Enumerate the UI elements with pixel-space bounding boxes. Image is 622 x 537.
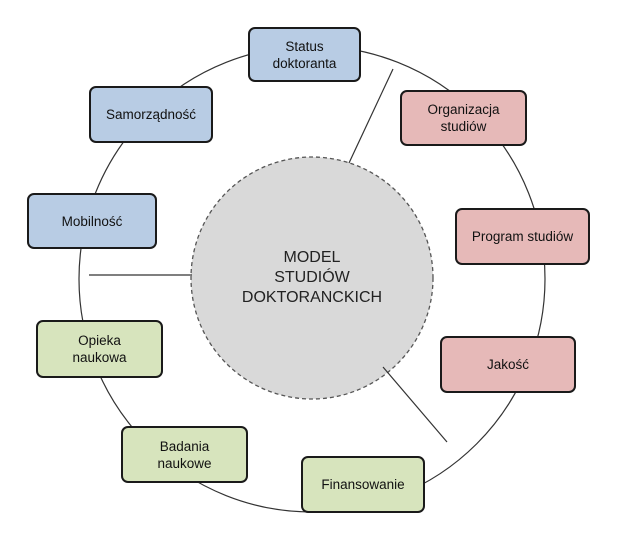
node-organizacja-studiow: Organizacja studiów [400, 90, 527, 146]
node-finansowanie: Finansowanie [301, 456, 425, 513]
divider-red-green [382, 366, 448, 443]
node-badania-naukowe: Badania naukowe [121, 426, 248, 483]
divider-blue-red [348, 68, 394, 164]
center-title: MODEL STUDIÓW DOKTORANCKICH [241, 249, 383, 306]
node-samorzadnosc: Samorządność [89, 86, 213, 143]
node-program-studiow: Program studiów [455, 208, 590, 265]
node-jakosc: Jakość [440, 336, 576, 393]
node-status-doktoranta: Status doktoranta [248, 27, 361, 82]
node-opieka-naukowa: Opieka naukowa [36, 320, 163, 378]
node-mobilnosc: Mobilność [27, 193, 157, 249]
center-circle [190, 156, 434, 400]
